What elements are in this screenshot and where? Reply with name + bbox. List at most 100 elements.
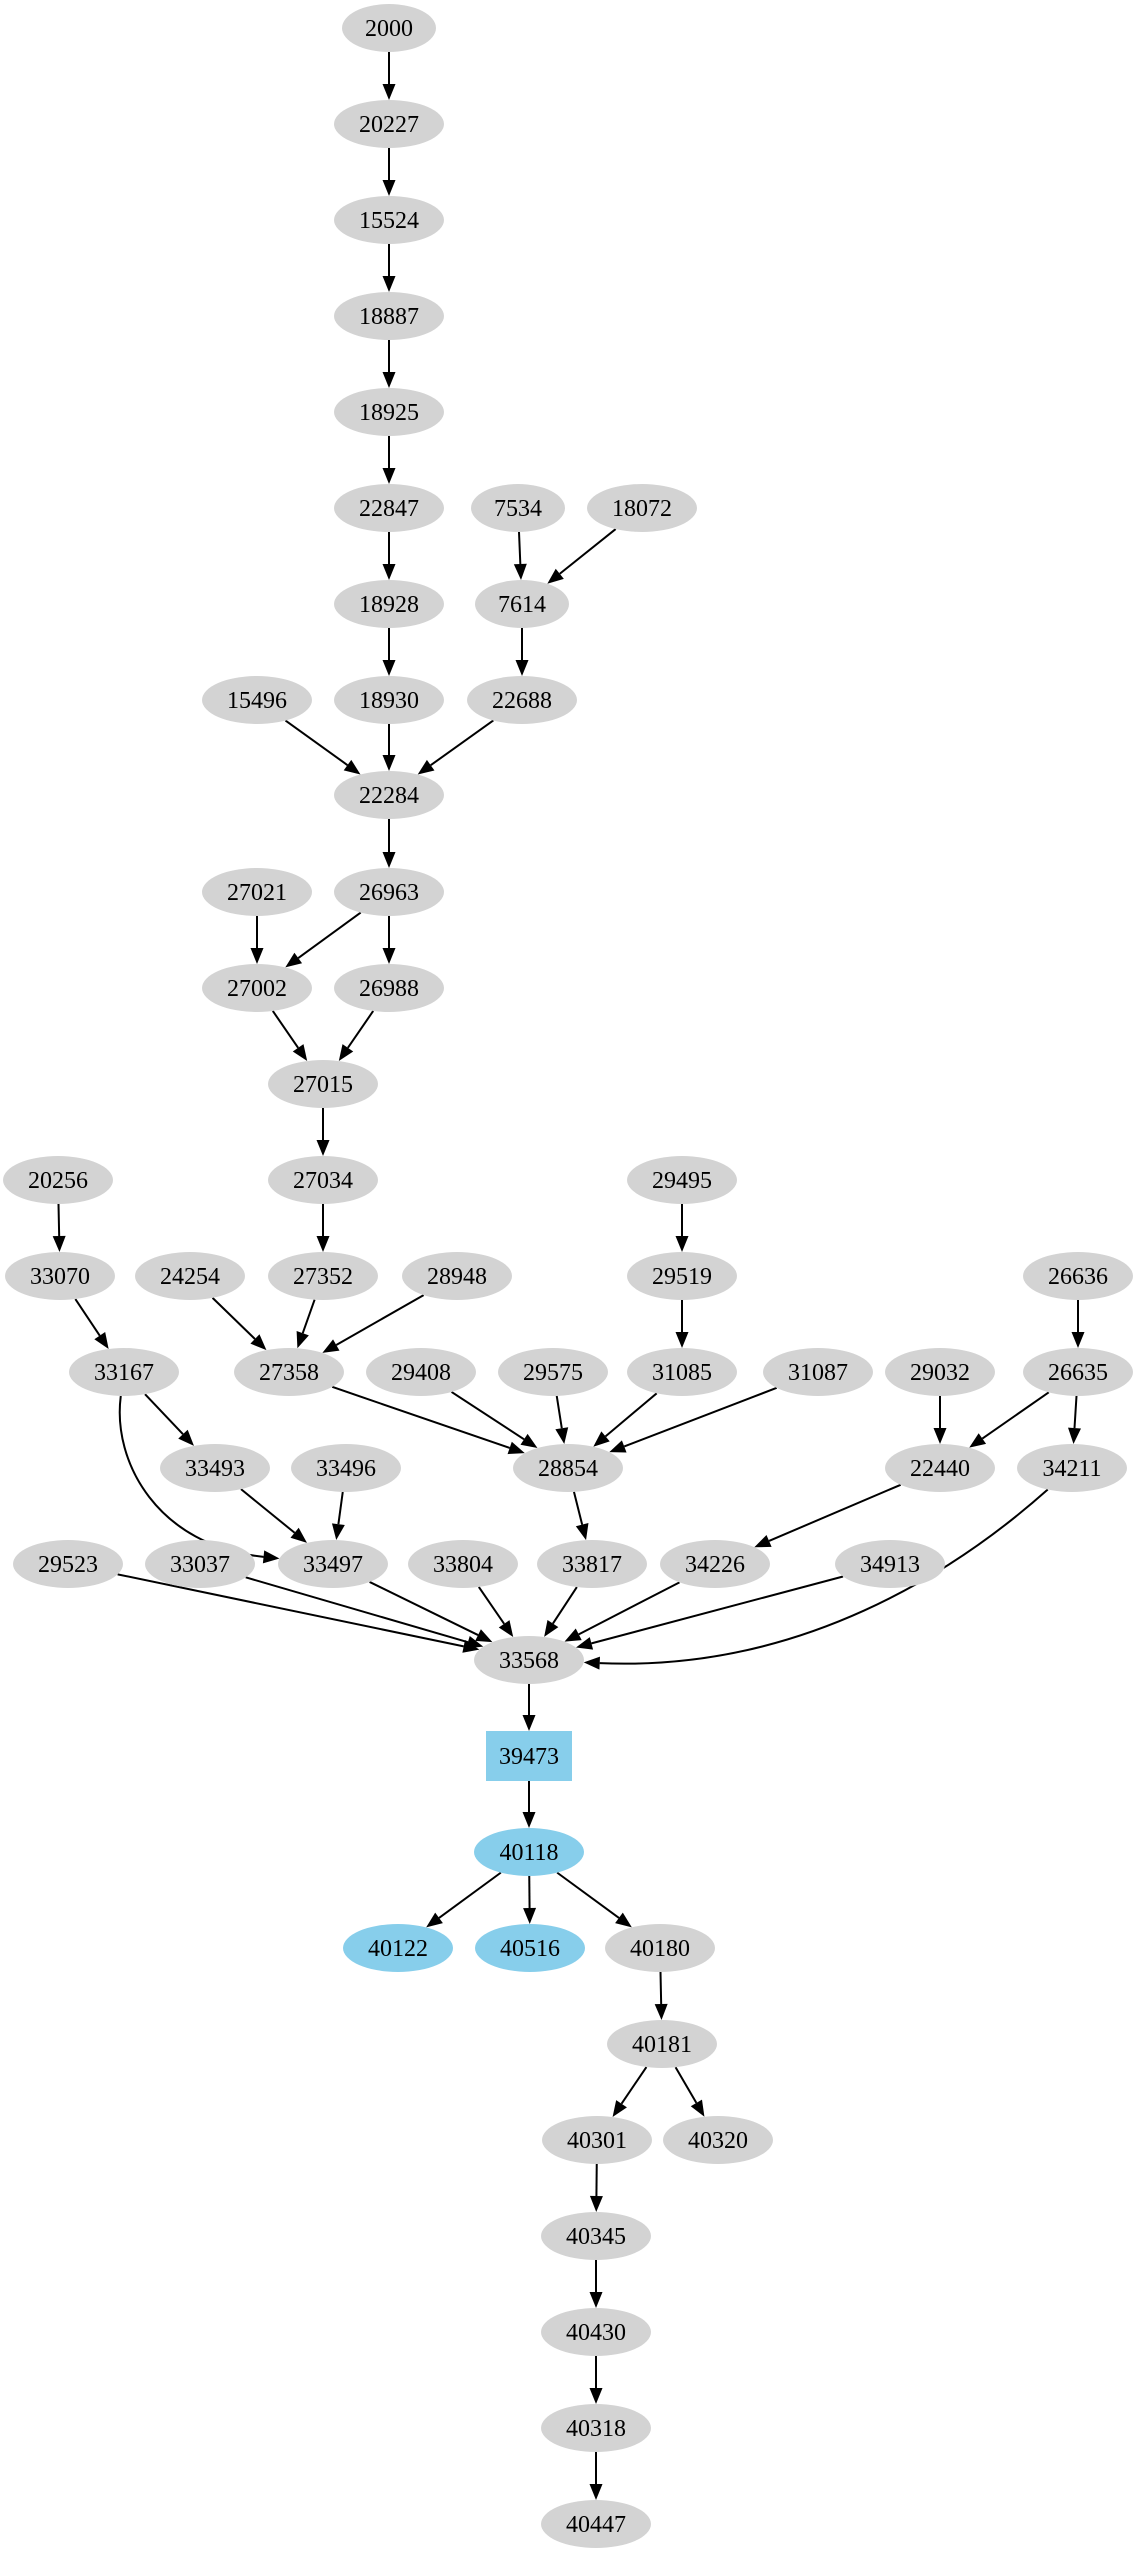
node-ellipse-shape	[5, 1252, 115, 1300]
graph-node-22847: 22847	[334, 484, 444, 532]
edge-arrowhead-icon	[475, 1629, 493, 1643]
node-ellipse-shape	[268, 1156, 378, 1204]
graph-node-18072: 18072	[587, 484, 697, 532]
node-ellipse-shape	[835, 1540, 945, 1588]
graph-edge-26988-27015	[338, 1010, 375, 1062]
node-ellipse-shape	[467, 676, 577, 724]
node-ellipse-shape	[541, 2308, 651, 2356]
edge-line	[604, 1392, 658, 1438]
graph-node-40447: 40447	[541, 2500, 651, 2548]
graph-edge-29519-31085	[675, 1300, 689, 1348]
edge-line	[117, 1573, 464, 1648]
edge-line	[438, 1871, 502, 1919]
graph-node-27021: 27021	[202, 868, 312, 916]
edge-line	[555, 1395, 563, 1429]
edge-arrowhead-icon	[331, 1523, 345, 1541]
graph-edge-29408-28854	[451, 1391, 538, 1449]
edge-arrowhead-icon	[1068, 1427, 1081, 1445]
node-ellipse-shape	[471, 484, 565, 532]
edge-arrowhead-icon	[382, 372, 396, 388]
node-label: 34226	[685, 1552, 745, 1578]
node-ellipse-shape	[607, 2020, 717, 2068]
edge-arrowhead-icon	[250, 948, 264, 964]
node-label: 39473	[499, 1744, 559, 1770]
node-label: 27352	[293, 1264, 353, 1290]
graph-node-27002: 27002	[202, 964, 312, 1012]
graph-edge-34226-33568	[564, 1581, 680, 1642]
edge-line	[620, 2066, 648, 2105]
node-ellipse-shape	[135, 1252, 245, 1300]
node-ellipse-shape	[202, 676, 312, 724]
graph-node-7534: 7534	[471, 484, 565, 532]
node-ellipse-shape	[474, 1636, 584, 1684]
graph-node-40301: 40301	[542, 2116, 652, 2164]
edge-line	[271, 1010, 299, 1049]
graph-edge-39473-40118	[522, 1781, 536, 1828]
edge-arrowhead-icon	[382, 564, 396, 580]
edge-line	[599, 1488, 1049, 1665]
graph-edge-27021-27002	[250, 916, 264, 964]
edge-line	[245, 1576, 469, 1644]
graph-edge-18930-22284	[382, 724, 396, 771]
edge-arrowhead-icon	[933, 1428, 947, 1444]
edge-line	[144, 1393, 184, 1435]
node-ellipse-shape	[605, 1924, 715, 1972]
edge-arrowhead-icon	[609, 1440, 627, 1453]
graph-node-18928: 18928	[334, 580, 444, 628]
node-label: 29519	[652, 1264, 712, 1290]
graph-edge-40118-40122	[426, 1871, 502, 1928]
edge-line	[518, 531, 522, 565]
graph-node-15496: 15496	[202, 676, 312, 724]
graph-edge-18072-7614	[547, 528, 617, 584]
graph-edge-40118-40180	[556, 1871, 632, 1928]
graph-edge-15524-18887	[382, 244, 396, 292]
node-ellipse-shape	[278, 1540, 388, 1588]
edge-arrowhead-icon	[612, 2100, 627, 2117]
node-ellipse-shape	[408, 1540, 518, 1588]
graph-edge-40180-40181	[654, 1971, 668, 2021]
node-ellipse-shape	[1017, 1444, 1127, 1492]
node-label: 33493	[185, 1456, 245, 1482]
edge-arrowhead-icon	[426, 1912, 443, 1928]
graph-node-22284: 22284	[334, 771, 444, 819]
graph-edge-2000-20227	[382, 52, 396, 100]
node-label: 34913	[860, 1552, 920, 1578]
edge-line	[591, 1575, 844, 1645]
graph-node-33804: 33804	[408, 1540, 518, 1588]
node-label: 27021	[227, 880, 287, 906]
edge-arrowhead-icon	[675, 1236, 689, 1252]
edge-arrowhead-icon	[675, 1332, 689, 1348]
node-ellipse-shape	[542, 2116, 652, 2164]
edge-arrowhead-icon	[1071, 1332, 1085, 1348]
graph-node-40318: 40318	[541, 2404, 651, 2452]
edge-arrowhead-icon	[654, 2003, 668, 2021]
node-ellipse-shape	[541, 2212, 651, 2260]
graph-node-26988: 26988	[334, 964, 444, 1012]
edge-arrowhead-icon	[296, 1331, 309, 1349]
edge-arrowhead-icon	[615, 1912, 632, 1928]
graph-node-27015: 27015	[268, 1060, 378, 1108]
graph-node-40516: 40516	[475, 1924, 585, 1972]
graph-edge-27352-27358	[296, 1299, 316, 1349]
node-label: 7614	[498, 592, 546, 618]
graph-node-29575: 29575	[498, 1348, 608, 1396]
node-ellipse-shape	[402, 1252, 512, 1300]
node-ellipse-shape	[202, 868, 312, 916]
graph-node-31087: 31087	[763, 1348, 873, 1396]
graph-node-33493: 33493	[160, 1444, 270, 1492]
graph-node-27352: 27352	[268, 1252, 378, 1300]
node-ellipse-shape	[145, 1540, 255, 1588]
graph-edge-7614-22688	[515, 628, 529, 676]
graph-node-39473: 39473	[486, 1731, 572, 1781]
graph-node-15524: 15524	[334, 196, 444, 244]
graph-node-29495: 29495	[627, 1156, 737, 1204]
node-label: 40447	[566, 2512, 626, 2538]
graph-node-24254: 24254	[135, 1252, 245, 1300]
graph-node-28948: 28948	[402, 1252, 512, 1300]
node-ellipse-shape	[1023, 1252, 1133, 1300]
edge-arrowhead-icon	[522, 1715, 536, 1731]
edge-line	[337, 1491, 344, 1525]
edge-arrowhead-icon	[322, 1339, 340, 1353]
node-label: 27015	[293, 1072, 353, 1098]
